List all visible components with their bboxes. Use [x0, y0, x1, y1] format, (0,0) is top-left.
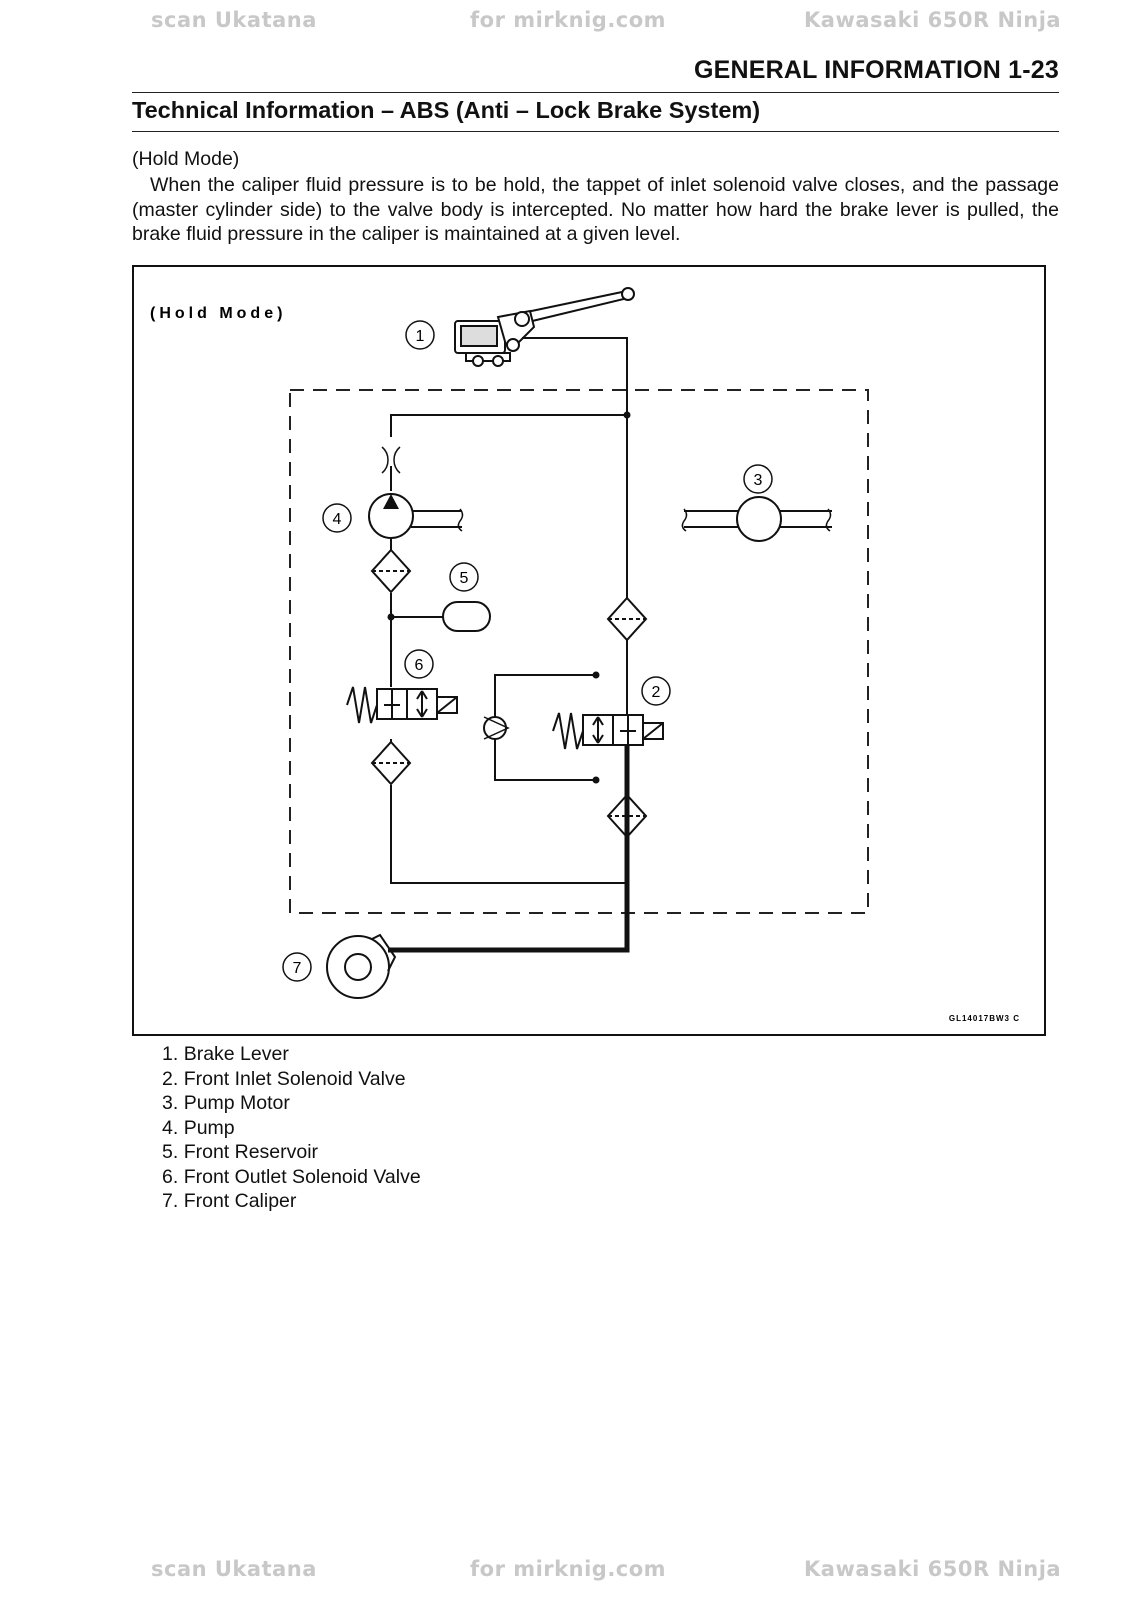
figure-code: GL14017BW3 C	[949, 1014, 1020, 1023]
svg-text:1: 1	[416, 328, 425, 345]
legend-item: 3. Pump Motor	[162, 1092, 290, 1114]
section-title: Technical Information – ABS (Anti – Lock…	[132, 97, 761, 123]
svg-text:2: 2	[652, 684, 661, 701]
pump-motor-symbol	[736, 496, 782, 542]
front-caliper-symbol	[326, 933, 397, 999]
description-paragraph: When the caliper fluid pressure is to be…	[132, 173, 1059, 247]
header-rule	[132, 92, 1059, 93]
legend-item: 7. Front Caliper	[162, 1190, 297, 1212]
watermark-right: Kawasaki 650R Ninja	[804, 8, 1062, 32]
legend-item: 2. Front Inlet Solenoid Valve	[162, 1067, 406, 1090]
figure-mode-label: (Hold Mode)	[150, 305, 286, 322]
brake-lever-illustration	[454, 287, 635, 367]
check-valve-symbol	[483, 716, 510, 740]
pump-symbol	[368, 493, 414, 539]
reservoir-symbol	[442, 601, 491, 632]
svg-text:4: 4	[333, 511, 342, 528]
parts-legend: 1. Brake Lever 2. Front Inlet Solenoid V…	[162, 1042, 421, 1214]
paragraph-text: When the caliper fluid pressure is to be…	[132, 174, 1059, 245]
callout-4: 4	[322, 503, 352, 533]
page-header: GENERAL INFORMATION 1-23	[693, 56, 1059, 84]
legend-item: 5. Front Reservoir	[162, 1141, 319, 1163]
inlet-solenoid-valve-symbol	[552, 712, 664, 750]
watermark-center: for mirknig.com	[470, 8, 667, 32]
caliper-pressure-line	[388, 745, 630, 953]
footer-watermark-center: for mirknig.com	[470, 1557, 667, 1581]
mode-label: (Hold Mode)	[132, 148, 240, 170]
callout-1: 1	[405, 320, 435, 350]
footer-watermark-right: Kawasaki 650R Ninja	[804, 1557, 1062, 1581]
svg-text:6: 6	[415, 657, 424, 674]
abs-hold-mode-diagram: (Hold Mode) GL14017BW3 C	[132, 265, 1046, 1036]
orifice-symbol	[381, 446, 401, 474]
legend-item: 4. Pump	[162, 1116, 235, 1139]
watermark-left: scan Ukatana	[151, 8, 317, 32]
callout-3: 3	[743, 464, 773, 494]
outlet-solenoid-valve-symbol	[346, 686, 458, 724]
legend-item: 1. Brake Lever	[162, 1043, 289, 1065]
svg-text:7: 7	[293, 960, 302, 977]
section-rule	[132, 131, 1059, 132]
callout-5: 5	[449, 562, 479, 592]
callout-7: 7	[282, 952, 312, 982]
hydraulic-unit-boundary	[289, 389, 869, 914]
legend-item: 6. Front Outlet Solenoid Valve	[162, 1165, 421, 1188]
svg-text:5: 5	[460, 570, 469, 587]
callout-6: 6	[404, 649, 434, 679]
svg-text:3: 3	[754, 472, 763, 489]
callout-2: 2	[641, 676, 671, 706]
footer-watermark-left: scan Ukatana	[151, 1557, 317, 1581]
